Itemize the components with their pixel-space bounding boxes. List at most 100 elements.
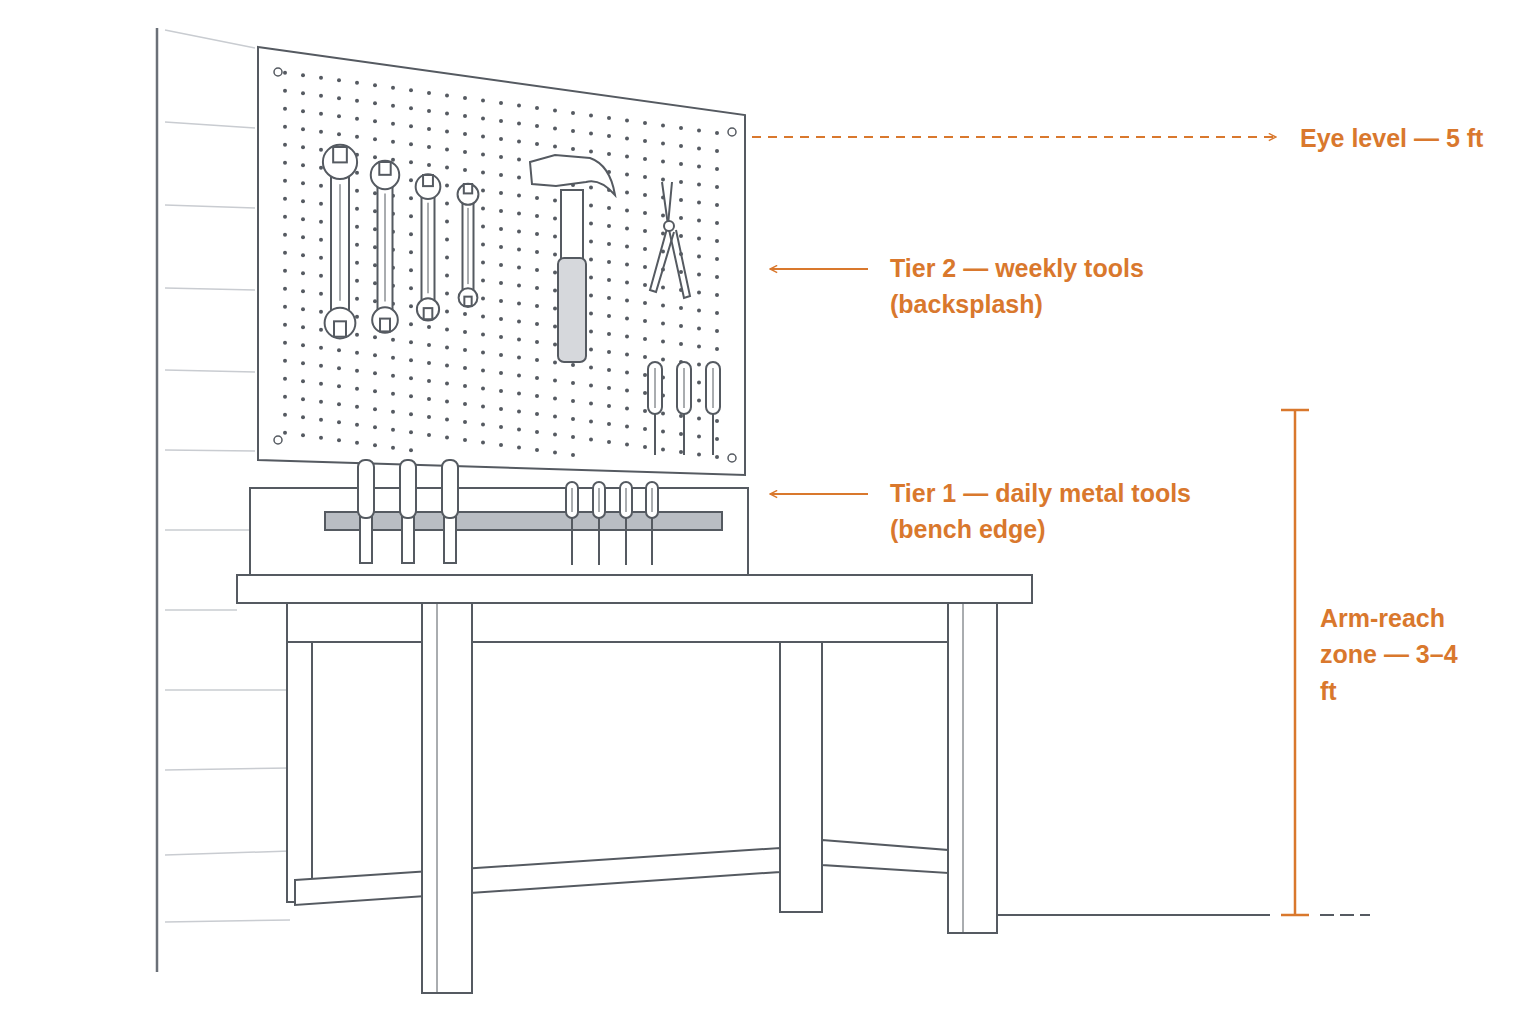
peg-hole [625, 317, 629, 321]
peg-hole [283, 413, 287, 417]
peg-hole [661, 214, 665, 218]
peg-hole [607, 368, 611, 372]
peg-hole [589, 311, 593, 315]
peg-hole [517, 283, 521, 287]
hammer [530, 155, 615, 362]
peg-hole [517, 175, 521, 179]
peg-hole [337, 402, 341, 406]
peg-hole [427, 145, 431, 149]
peg-hole [589, 419, 593, 423]
peg-hole [643, 265, 647, 269]
peg-hole [571, 399, 575, 403]
chisel [442, 460, 458, 563]
peg-hole [445, 309, 449, 313]
peg-hole [589, 221, 593, 225]
screwdriver [646, 482, 658, 565]
peg-hole [589, 131, 593, 135]
wrench [458, 184, 479, 307]
peg-hole [715, 419, 719, 423]
peg-hole [283, 71, 287, 75]
peg-hole [409, 214, 413, 218]
peg-hole [697, 453, 701, 457]
peg-hole [481, 170, 485, 174]
peg-hole [481, 314, 485, 318]
peg-hole [319, 220, 323, 224]
peg-hole [481, 206, 485, 210]
peg-hole [409, 178, 413, 182]
peg-hole [481, 134, 485, 138]
peg-hole [463, 438, 467, 442]
peg-hole [373, 281, 377, 285]
peg-hole [481, 440, 485, 444]
peg-hole [373, 389, 377, 393]
peg-hole [301, 235, 305, 239]
peg-hole [337, 420, 341, 424]
peg-hole [535, 430, 539, 434]
peg-hole [499, 425, 503, 429]
peg-hole [427, 361, 431, 365]
peg-hole [445, 381, 449, 385]
peg-hole [643, 427, 647, 431]
peg-hole [625, 299, 629, 303]
peg-hole [409, 250, 413, 254]
peg-hole [427, 415, 431, 419]
peg-hole [373, 245, 377, 249]
peg-hole [499, 317, 503, 321]
peg-hole [571, 435, 575, 439]
peg-hole [409, 304, 413, 308]
peg-hole [301, 433, 305, 437]
peg-hole [427, 109, 431, 113]
peg-hole [409, 322, 413, 326]
peg-hole [391, 338, 395, 342]
floor-line [997, 914, 1270, 916]
peg-hole [355, 369, 359, 373]
peg-hole [499, 245, 503, 249]
peg-hole [643, 301, 647, 305]
peg-hole [409, 268, 413, 272]
peg-hole [355, 423, 359, 427]
peg-hole [625, 209, 629, 213]
peg-hole [661, 160, 665, 164]
peg-hole [427, 91, 431, 95]
peg-hole [481, 260, 485, 264]
peg-hole [319, 292, 323, 296]
peg-hole [643, 355, 647, 359]
peg-hole [607, 278, 611, 282]
peg-hole [571, 417, 575, 421]
peg-hole [535, 286, 539, 290]
peg-hole [715, 239, 719, 243]
peg-hole [391, 374, 395, 378]
peg-hole [337, 366, 341, 370]
peg-hole [301, 325, 305, 329]
peg-hole [643, 121, 647, 125]
peg-hole [625, 425, 629, 429]
peg-hole [283, 125, 287, 129]
bar-tools [358, 460, 658, 565]
peg-hole [643, 157, 647, 161]
peg-hole [553, 252, 557, 256]
peg-hole [283, 341, 287, 345]
peg-hole [535, 124, 539, 128]
peg-hole [445, 165, 449, 169]
peg-hole [553, 306, 557, 310]
peg-hole [715, 311, 719, 315]
peg-hole [517, 211, 521, 215]
peg-hole [607, 440, 611, 444]
peg-hole [535, 358, 539, 362]
peg-hole [499, 353, 503, 357]
peg-hole [715, 275, 719, 279]
peg-hole [499, 155, 503, 159]
peg-hole [553, 378, 557, 382]
peg-hole [679, 180, 683, 184]
peg-hole [715, 437, 719, 441]
peg-hole [607, 116, 611, 120]
peg-hole [319, 76, 323, 80]
peg-hole [679, 126, 683, 130]
peg-hole [355, 261, 359, 265]
peg-hole [697, 219, 701, 223]
peg-hole [553, 234, 557, 238]
peg-hole [355, 297, 359, 301]
peg-hole [373, 335, 377, 339]
peg-hole [589, 185, 593, 189]
peg-hole [463, 132, 467, 136]
